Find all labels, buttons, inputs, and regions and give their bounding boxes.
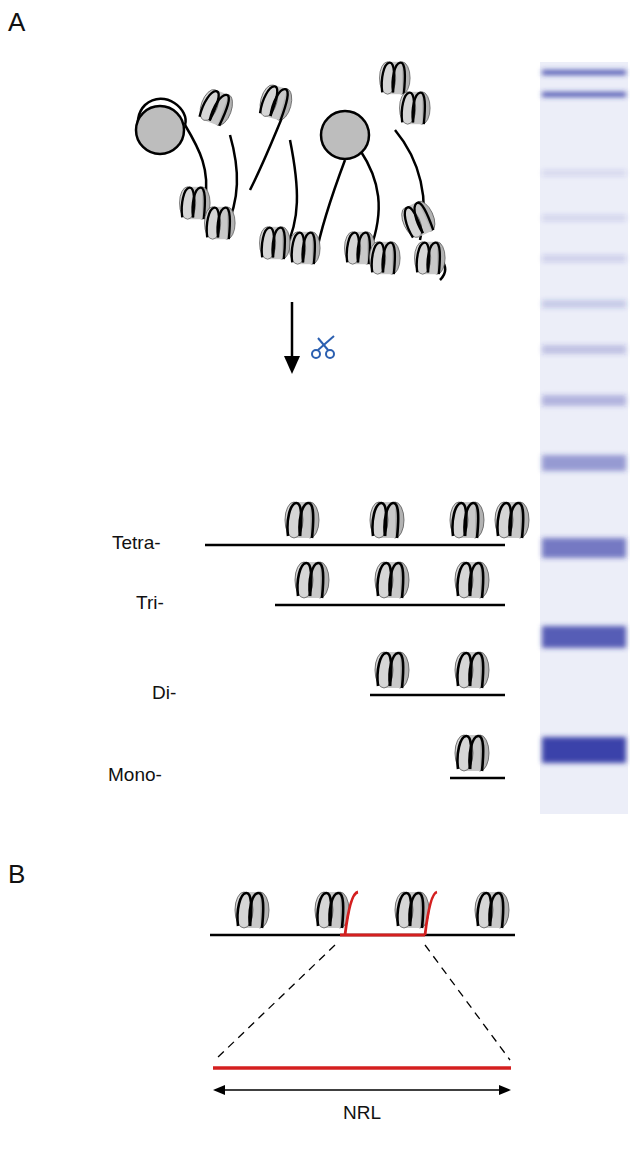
panel-label: A [8, 8, 25, 37]
fragment-label: Tetra- [112, 533, 161, 554]
fragment-label: Mono- [108, 765, 162, 786]
length-label: NRL [343, 1103, 381, 1124]
panel-label: B [8, 860, 25, 889]
fragment-label: Tri- [136, 593, 164, 614]
fragment-label: Di- [152, 683, 176, 704]
